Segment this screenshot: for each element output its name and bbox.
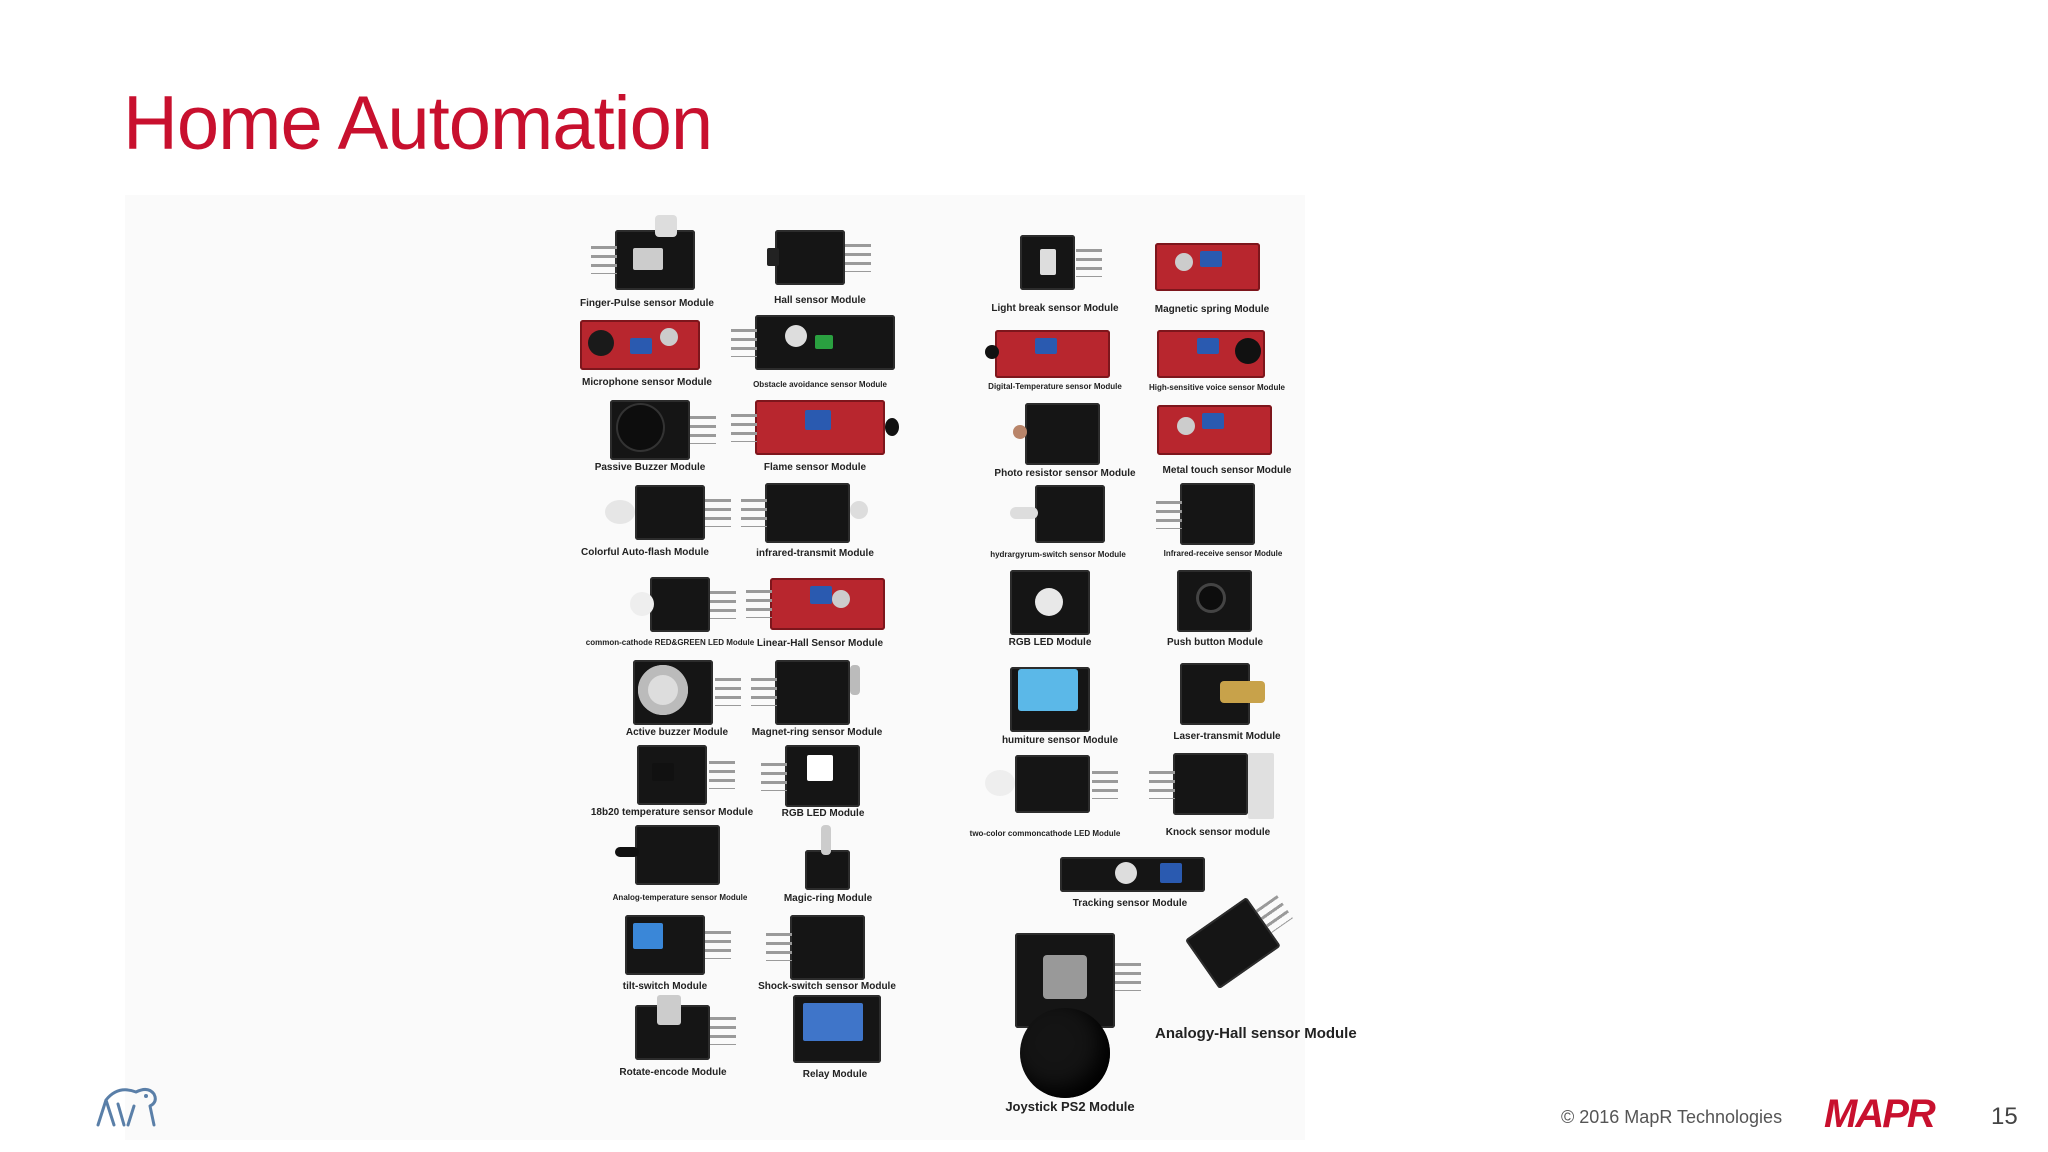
module-label: Flame sensor Module [763,462,867,473]
module-label: Hall sensor Module [774,295,866,306]
module-label: 18b20 temperature sensor Module [590,807,754,818]
module-label: Linear-Hall Sensor Module [756,638,884,649]
module-label: Laser-transmit Module [1173,731,1281,742]
module-label: RGB LED Module [781,808,865,819]
module-label: Active buzzer Module [625,727,729,738]
module-label: humiture sensor Module [1001,735,1119,746]
module-label: Obstacle avoidance sensor Module [753,380,887,389]
module-label: infrared-transmit Module [756,548,874,559]
page-number: 15 [1991,1103,2018,1130]
module-label: Colorful Auto-flash Module [581,547,709,558]
module-label: Digital-Temperature sensor Module [988,382,1122,391]
sensor-modules-photo: Finger-Pulse sensor Module Hall sensor M… [125,195,1357,1140]
module-label: Push button Module [1166,637,1264,648]
module-label: Passive Buzzer Module [594,462,706,473]
module-label: Metal touch sensor Module [1162,465,1292,476]
module-label: hydrargyrum-switch sensor Module [990,550,1126,559]
module-label: Analogy-Hall sensor Module [1155,1025,1357,1042]
module-label: Tracking sensor Module [1072,898,1188,909]
module-label: High-sensitive voice sensor Module [1148,383,1286,392]
module-label: Infrared-receive sensor Module [1163,549,1283,558]
module-label: Shock-switch sensor Module [758,981,896,992]
module-label: Magnetic spring Module [1154,304,1270,315]
module-label: tilt-switch Module [622,981,708,992]
copyright-footer: © 2016 MapR Technologies [1561,1107,1783,1127]
module-label: RGB LED Module [1008,637,1092,648]
module-label: Analog-temperature sensor Module [612,893,748,902]
module-label: Microphone sensor Module [581,377,712,388]
mapr-logo: MAPR [1824,1092,1936,1136]
elephant-mascot-logo [96,1087,157,1127]
module-label: Finger-Pulse sensor Module [580,298,714,309]
module-label: common-cathode RED&GREEN LED Module [585,638,755,647]
slide-title: Home Automation [123,81,713,166]
module-label: Rotate-encode Module [619,1067,727,1078]
module-label: Relay Module [802,1069,868,1080]
module-label: Magic-ring Module [783,893,873,904]
module-label: Magnet-ring sensor Module [751,727,883,738]
module-label: Photo resistor sensor Module [994,468,1136,479]
module-label: Knock sensor module [1165,827,1271,838]
module-label: Light break sensor Module [991,303,1119,314]
module-label: two-color commoncathode LED Module [969,829,1121,838]
module-label: Joystick PS2 Module [1005,1099,1135,1114]
